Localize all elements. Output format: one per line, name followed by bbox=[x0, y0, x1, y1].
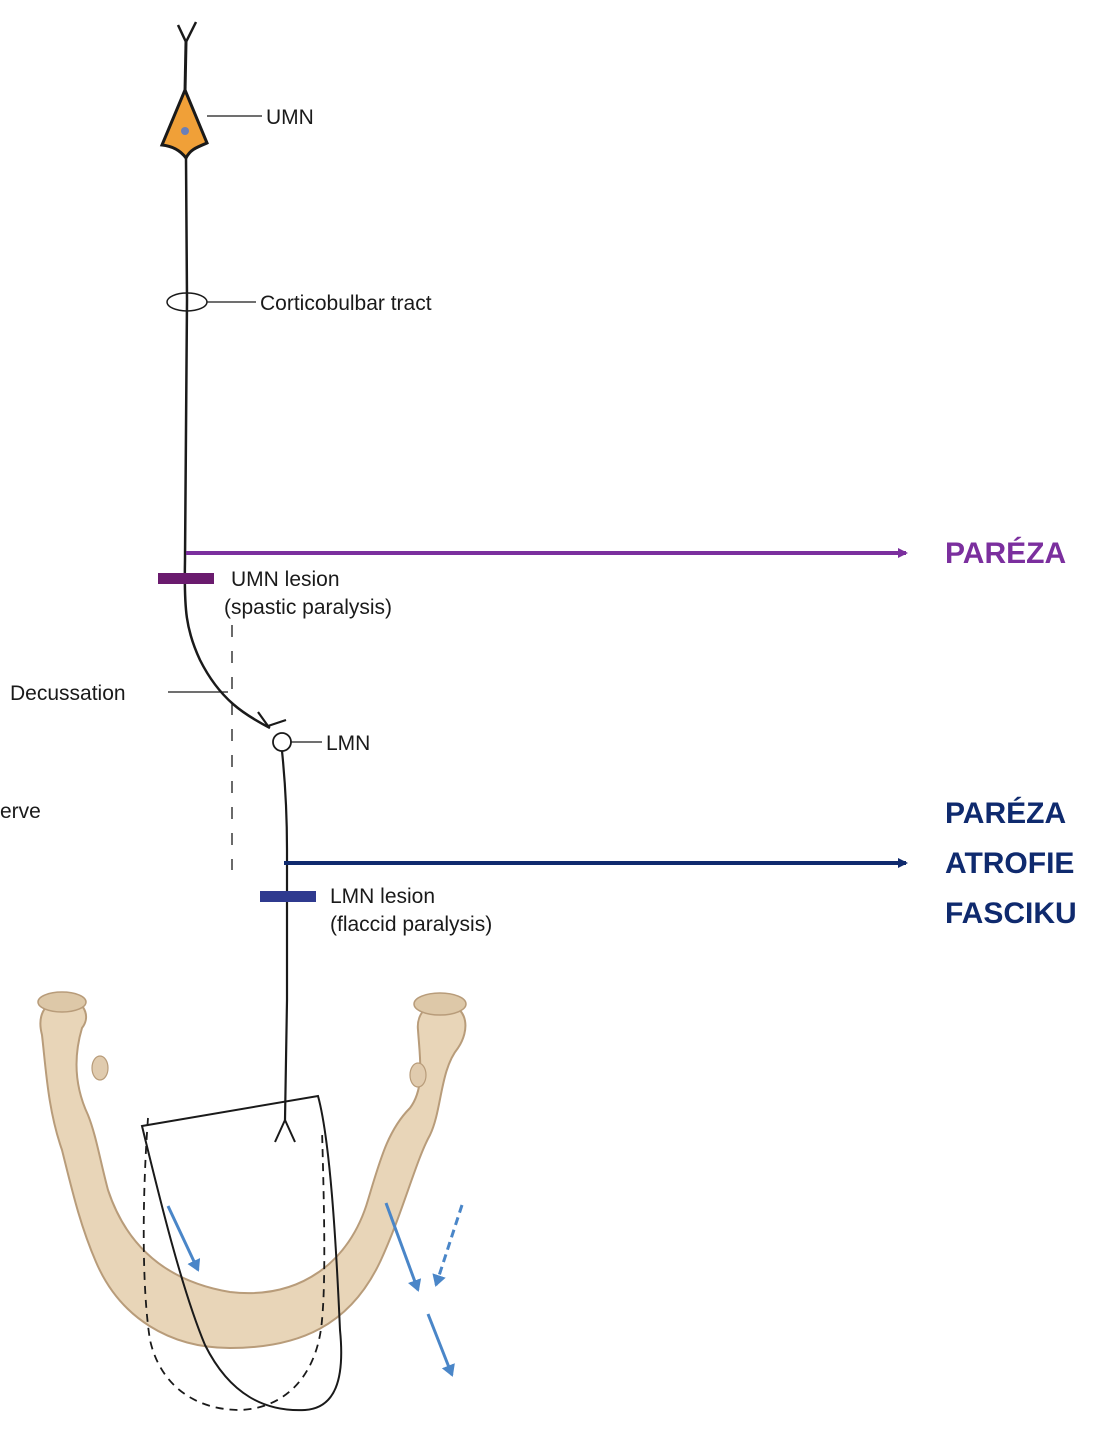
deviation-arrow-lower bbox=[428, 1314, 452, 1375]
umn-label: UMN bbox=[266, 106, 314, 129]
left-force-arrow bbox=[168, 1206, 198, 1270]
neuron-cell-body bbox=[162, 90, 207, 158]
neuron-nucleus bbox=[181, 127, 189, 135]
lmn-lesion-bar bbox=[260, 891, 316, 902]
umn-result-text: PARÉZA bbox=[945, 536, 1066, 570]
lmn-cell-body bbox=[273, 733, 291, 751]
deviation-arrow-upper bbox=[386, 1203, 418, 1290]
left-coronoid bbox=[92, 1056, 108, 1080]
decussation-label: Decussation bbox=[10, 682, 126, 705]
umn-lesion-label: UMN lesion bbox=[231, 568, 340, 591]
nerve-partial-label: erve bbox=[0, 800, 41, 823]
right-condyle bbox=[414, 993, 466, 1015]
corticobulbar-label: Corticobulbar tract bbox=[260, 292, 432, 315]
apical-dendrite bbox=[185, 42, 186, 92]
apical-dendrite-tip bbox=[178, 22, 196, 42]
lmn-result-line2: ATROFIE bbox=[945, 847, 1074, 880]
mandible-body bbox=[40, 999, 465, 1348]
dashed-force-arrow bbox=[436, 1205, 462, 1285]
lmn-label: LMN bbox=[326, 732, 370, 755]
lmn-axon bbox=[282, 751, 287, 1120]
right-coronoid bbox=[410, 1063, 426, 1087]
umn-lesion-type: (spastic paralysis) bbox=[224, 596, 392, 619]
lmn-lesion-type: (flaccid paralysis) bbox=[330, 913, 492, 936]
mandible bbox=[38, 992, 466, 1348]
left-condyle bbox=[38, 992, 86, 1012]
lmn-result-line1: PARÉZA bbox=[945, 796, 1066, 830]
lmn-terminal bbox=[275, 1120, 295, 1142]
umn-neuron: UMN bbox=[162, 22, 314, 158]
lmn-lesion-label: LMN lesion bbox=[330, 885, 435, 908]
corticobulbar-axon bbox=[185, 158, 270, 728]
lmn-result-line3: FASCIKU bbox=[945, 897, 1077, 930]
umn-lesion-bar bbox=[158, 573, 214, 584]
deviated-outline bbox=[144, 1118, 325, 1410]
